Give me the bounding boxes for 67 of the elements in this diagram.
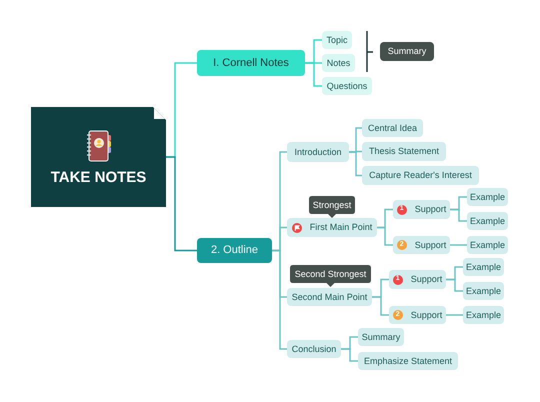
node-label: Strongest <box>312 200 352 210</box>
subtopic-box <box>362 142 446 161</box>
node-label: Example <box>470 192 505 202</box>
subtopic-box <box>287 288 372 306</box>
node-label: 2. Outline <box>210 245 258 256</box>
connector-line <box>450 244 467 246</box>
node-label: Notes <box>326 58 350 68</box>
subtopic-box <box>389 306 446 324</box>
node-label: I. Cornell Notes <box>213 58 289 68</box>
connector-line <box>372 296 389 316</box>
node-label: Example <box>466 310 501 320</box>
node-label: Emphasize Statement <box>364 356 452 366</box>
connector-line <box>349 151 362 176</box>
callout-tag <box>309 196 355 218</box>
node-label: Second Main Point <box>292 292 368 302</box>
node-label: Support <box>414 240 446 250</box>
node-label: Thesis Statement <box>368 147 440 156</box>
subtopic-box <box>287 340 341 358</box>
subtopic-box <box>467 212 508 230</box>
subtopic-box <box>463 306 504 324</box>
node-label: Central Idea <box>368 124 418 132</box>
node-label: Support <box>414 205 446 214</box>
topic-box <box>197 238 272 263</box>
callout-tag <box>290 265 371 287</box>
subtopic-box <box>389 270 446 289</box>
node-label: Support <box>410 310 442 320</box>
subtopic-box <box>322 77 372 95</box>
node-label: Example <box>466 262 501 272</box>
node-label: First Main Point <box>310 223 372 232</box>
node-label: Example <box>470 240 505 250</box>
connector-line <box>272 250 287 350</box>
node-label: Second Strongest <box>294 270 366 278</box>
subtopic-box <box>322 31 352 49</box>
subtopic-box <box>463 258 504 276</box>
connector-line <box>341 348 358 362</box>
summary-box <box>380 42 434 61</box>
subtopic-box <box>322 54 355 72</box>
subtopic-box <box>393 236 450 254</box>
subtopic-box <box>467 188 508 206</box>
subtopic-box <box>358 352 458 370</box>
connector-line <box>446 314 463 316</box>
title-card <box>31 107 166 207</box>
subtopic-box <box>287 218 377 237</box>
connector-line <box>305 62 322 87</box>
connector-line <box>450 208 467 222</box>
node-label: Conclusion <box>292 344 336 354</box>
connector-line <box>166 156 197 252</box>
subtopic-box <box>463 282 504 300</box>
node-label: Example <box>466 286 501 296</box>
node-label: Example <box>470 216 505 226</box>
connector-line <box>377 226 393 246</box>
topic-box <box>197 50 305 76</box>
connector-line <box>446 278 463 292</box>
subtopic-box <box>393 200 450 219</box>
node-label: TAKE NOTES <box>50 170 146 184</box>
subtopic-box <box>287 142 349 162</box>
node-label: Support <box>410 275 442 284</box>
node-label: Summary <box>362 332 400 342</box>
subtopic-box <box>362 166 479 185</box>
node-label: Questions <box>326 82 368 90</box>
node-label: Introduction <box>294 148 342 156</box>
node-label: Topic <box>326 36 348 44</box>
subtopic-box <box>358 328 404 346</box>
node-label: Summary <box>388 47 426 56</box>
subtopic-box <box>362 119 423 137</box>
subtopic-box <box>467 236 508 254</box>
node-label: Capture Reader's Interest <box>369 171 472 180</box>
